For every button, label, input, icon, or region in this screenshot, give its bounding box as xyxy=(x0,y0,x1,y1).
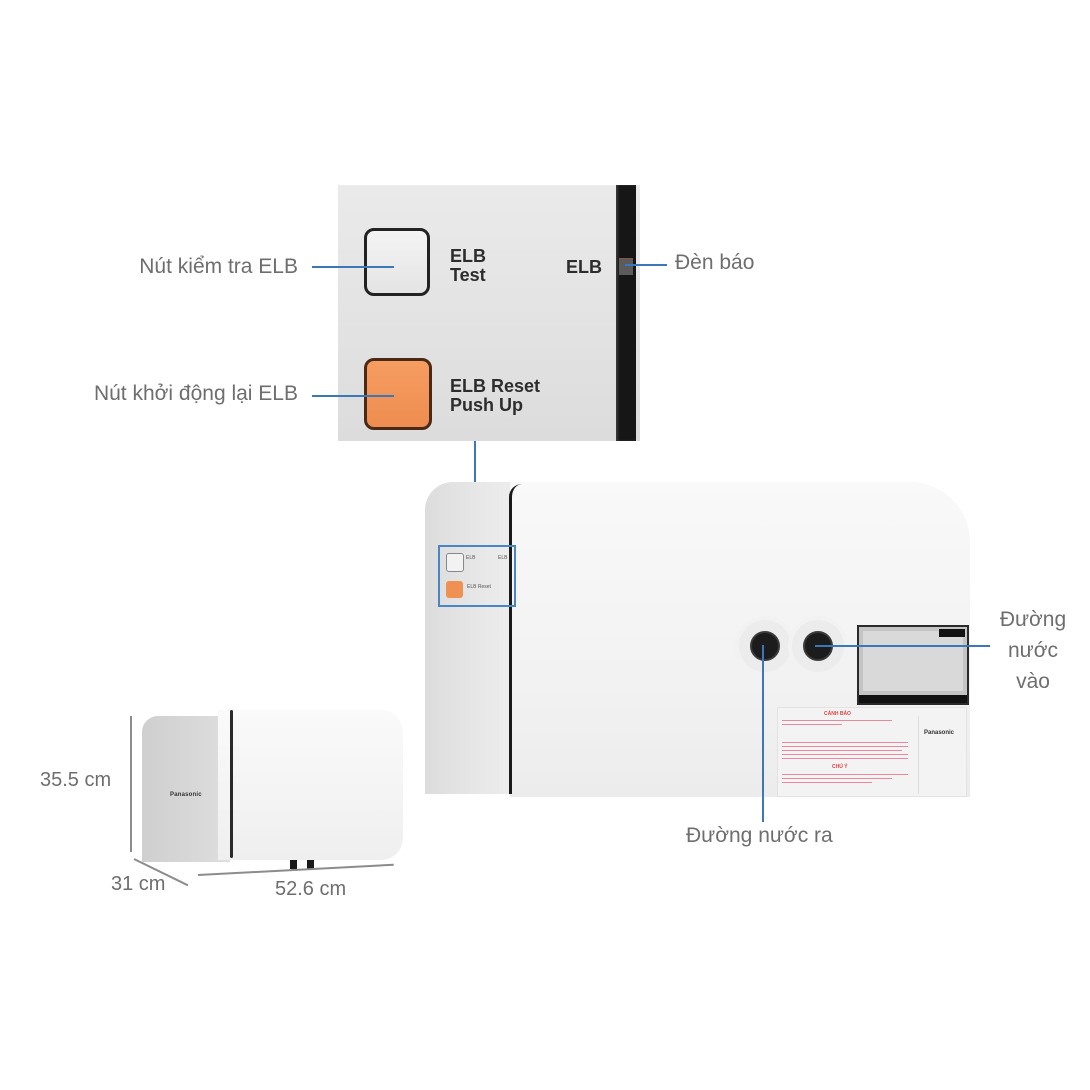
callout-water-outlet: Đường nước ra xyxy=(686,824,833,847)
indicator-label: ELB xyxy=(566,257,602,277)
callout-water-inlet: Đường nước vào xyxy=(999,608,1067,693)
callout-indicator: Đèn báo xyxy=(675,251,755,274)
height-dimension: 35.5 cm xyxy=(40,769,112,791)
callout-elb-test: Nút kiểm tra ELB xyxy=(139,255,298,278)
callout-line-water-outlet xyxy=(762,645,764,822)
mini-test-button xyxy=(446,553,464,572)
width-dimension: 52.6 cm xyxy=(275,878,347,900)
mini-control-panel: ELB ELB ELB Reset xyxy=(438,545,516,607)
brand-logo: Panasonic xyxy=(170,792,202,798)
elb-test-button[interactable] xyxy=(364,228,430,296)
water-outlet-pipe xyxy=(750,631,780,661)
callout-line-elb-reset xyxy=(312,395,394,397)
height-dimension-line xyxy=(130,716,132,852)
callout-elb-reset: Nút khởi động lại ELB xyxy=(93,382,298,405)
indicator-strip xyxy=(616,185,636,441)
elb-reset-label: ELB Reset Push Up xyxy=(450,376,541,415)
callout-line-elb-test xyxy=(312,266,394,268)
water-heater-dimension-view: Panasonic xyxy=(140,708,405,869)
elb-test-label: ELB Test xyxy=(450,246,486,285)
callout-line-indicator xyxy=(625,264,667,266)
info-sticker xyxy=(857,625,969,705)
heater-seam xyxy=(509,484,522,794)
depth-dimension: 31 cm xyxy=(111,873,166,895)
heater-side-panel xyxy=(425,482,520,794)
mini-reset-button xyxy=(446,581,463,598)
callout-line-water-inlet xyxy=(815,645,990,647)
indicator-light-icon xyxy=(619,258,633,275)
water-heater-side-view: ELB ELB ELB Reset CẢNH BÁO CHÚ Ý Panason… xyxy=(425,482,973,797)
elb-reset-button[interactable] xyxy=(364,358,432,430)
control-panel-closeup: ELB Test ELB Reset Push Up ELB xyxy=(338,185,640,441)
warning-sticker: CẢNH BÁO CHÚ Ý Panasonic xyxy=(777,707,967,797)
